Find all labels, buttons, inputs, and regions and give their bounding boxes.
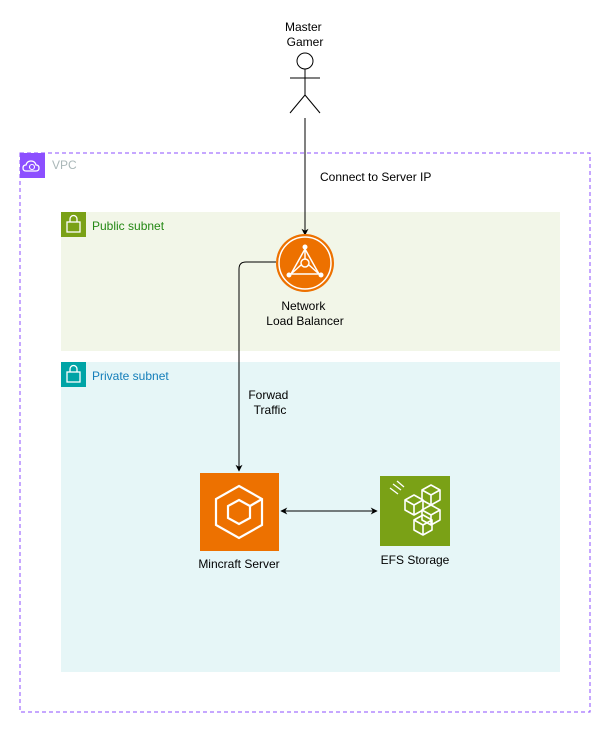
private-subnet-label: Private subnet [92, 369, 169, 383]
load-balancer-label-line2: Load Balancer [266, 314, 343, 328]
edge-forward-label: Forwad Traffic [248, 388, 291, 417]
vpc-icon [20, 153, 45, 178]
public-subnet-lock-icon [61, 212, 86, 237]
private-subnet-lock-icon [61, 362, 86, 387]
actor-label: Master Gamer [285, 20, 325, 49]
load-balancer-icon [276, 234, 334, 292]
vpc-boundary [19, 152, 591, 713]
storage-label: EFS Storage [381, 553, 450, 567]
actor-label-line2: Gamer [287, 35, 324, 49]
storage-icon [380, 476, 450, 546]
user-icon [289, 52, 321, 114]
server-icon [200, 473, 279, 551]
load-balancer-label-line1: Network [281, 299, 326, 313]
edge-connect-label: Connect to Server IP [320, 170, 431, 184]
private-subnet [61, 362, 560, 672]
load-balancer-label: Network Load Balancer [266, 299, 343, 328]
vpc-label: VPC [52, 158, 77, 172]
edge-forward-label-line2: Traffic [254, 403, 287, 417]
edge-forward-label-line1: Forwad [248, 388, 288, 402]
server-label: Mincraft Server [198, 557, 279, 571]
actor-label-line1: Master [285, 20, 322, 34]
public-subnet-label: Public subnet [92, 219, 165, 233]
edge-forward [235, 261, 276, 472]
